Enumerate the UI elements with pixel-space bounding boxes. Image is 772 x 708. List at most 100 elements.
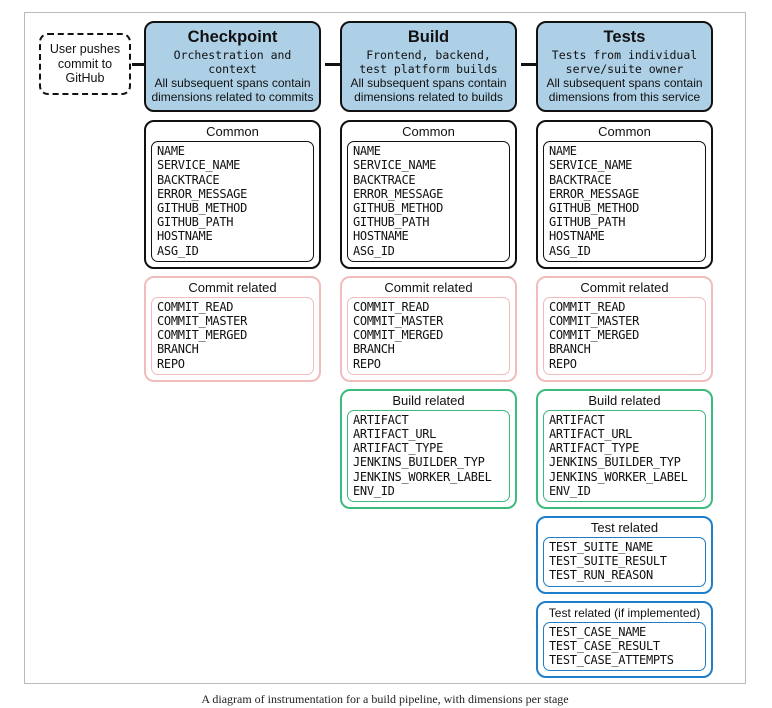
dimension-group-title: Build related — [392, 392, 465, 408]
dimension-item: JENKINS_BUILDER_TYP — [353, 455, 485, 470]
dimension-group-title: Test related (if implemented) — [548, 605, 701, 620]
dimension-item: TEST_RUN_REASON — [549, 568, 653, 583]
dimension-item: ARTIFACT_TYPE — [549, 441, 640, 456]
stage-subtitle: Frontend, backend, test platform builds — [359, 48, 498, 76]
dimension-item: ERROR_MESSAGE — [157, 186, 248, 201]
dimension-item: BACKTRACE — [549, 172, 612, 187]
dimension-item: SERVICE_NAME — [549, 158, 633, 173]
dimension-item: NAME — [157, 144, 185, 159]
dimension-item: SERVICE_NAME — [353, 158, 437, 173]
dimension-group-title: Commit related — [580, 279, 669, 295]
dimension-group-title: Common — [402, 124, 455, 140]
stage-subtitle: Orchestration and context — [173, 48, 292, 76]
dimension-group-title: Build related — [588, 392, 661, 408]
dimension-item: ARTIFACT_URL — [353, 427, 437, 442]
dimension-item: GITHUB_PATH — [549, 215, 626, 230]
dimension-item: TEST_SUITE_NAME — [549, 540, 653, 555]
dimension-item: HOSTNAME — [353, 229, 409, 244]
dimension-item: BRANCH — [549, 342, 591, 357]
dimension-item: REPO — [157, 356, 185, 371]
dimension-item: COMMIT_READ — [353, 299, 430, 314]
stage-note: All subsequent spans contain dimensions … — [546, 76, 703, 104]
stage-subtitle: Tests from individual serve/suite owner — [551, 48, 698, 76]
dimension-group-title: Commit related — [384, 279, 473, 295]
dimension-item: TEST_CASE_ATTEMPTS — [549, 653, 674, 668]
dimension-item: NAME — [549, 144, 577, 159]
dimension-item: COMMIT_READ — [549, 299, 626, 314]
stage-title: Checkpoint — [187, 28, 278, 46]
dimension-item: ASG_ID — [353, 243, 395, 258]
dimension-item: GITHUB_METHOD — [157, 201, 248, 215]
arrow-shaft — [132, 62, 151, 66]
dimension-item: REPO — [353, 356, 381, 371]
dimension-group-title: Common — [206, 124, 259, 140]
user-push-trigger-node: User pushes commit to GitHub — [39, 33, 131, 95]
dimension-item: SERVICE_NAME — [157, 158, 241, 173]
dimension-item: BRANCH — [353, 342, 395, 357]
dimension-item: GITHUB_PATH — [353, 215, 430, 230]
dimension-group-title: Commit related — [188, 279, 277, 295]
dimension-group-test-if-implemented: Test related (if implemented)TEST_CASE_N… — [536, 600, 713, 679]
dimension-item: JENKINS_WORKER_LABEL — [549, 469, 688, 484]
dimension-item: ARTIFACT_URL — [549, 427, 633, 442]
dimension-item: COMMIT_MASTER — [549, 314, 640, 329]
dimension-item: REPO — [549, 356, 577, 371]
dimension-item: COMMIT_MERGED — [549, 328, 640, 343]
stage-title: Tests — [603, 28, 646, 46]
dimension-item: HOSTNAME — [549, 229, 605, 244]
dimension-item: COMMIT_READ — [157, 299, 234, 314]
dimension-item: ERROR_MESSAGE — [353, 186, 444, 201]
figure-caption: A diagram of instrumentation for a build… — [201, 692, 569, 706]
dimension-item: ARTIFACT — [353, 412, 409, 427]
dimension-item: TEST_SUITE_RESULT — [549, 554, 667, 569]
dimension-item: BACKTRACE — [157, 172, 220, 187]
dimension-item: COMMIT_MASTER — [353, 314, 444, 329]
dimension-item: BACKTRACE — [353, 172, 416, 187]
user-push-trigger-label: User pushes commit to GitHub — [49, 42, 121, 86]
dimension-item: BRANCH — [157, 342, 199, 357]
dimension-item: ERROR_MESSAGE — [549, 186, 640, 201]
dimension-item: ENV_ID — [353, 483, 395, 498]
dimension-item: ENV_ID — [549, 483, 591, 498]
arrow-shaft — [521, 62, 538, 66]
dimension-item: COMMIT_MERGED — [157, 328, 248, 343]
dimension-item: GITHUB_METHOD — [353, 201, 444, 215]
dimension-item: COMMIT_MASTER — [157, 314, 248, 329]
dimension-item: GITHUB_PATH — [157, 215, 234, 230]
dimension-item: JENKINS_BUILDER_TYP — [549, 455, 681, 470]
dimension-group-title: Test related — [590, 520, 659, 536]
dimension-item: ARTIFACT_TYPE — [353, 441, 444, 456]
dimension-item: ARTIFACT — [549, 412, 605, 427]
dimension-item: TEST_CASE_NAME — [549, 624, 646, 639]
dimension-item: HOSTNAME — [157, 229, 213, 244]
stage-note: All subsequent spans contain dimensions … — [350, 76, 507, 104]
dimension-item: ASG_ID — [549, 243, 591, 258]
dimension-item: NAME — [353, 144, 381, 159]
arrow-shaft — [325, 62, 342, 66]
stage-note: All subsequent spans contain dimensions … — [151, 76, 314, 104]
dimension-item: ASG_ID — [157, 243, 199, 258]
